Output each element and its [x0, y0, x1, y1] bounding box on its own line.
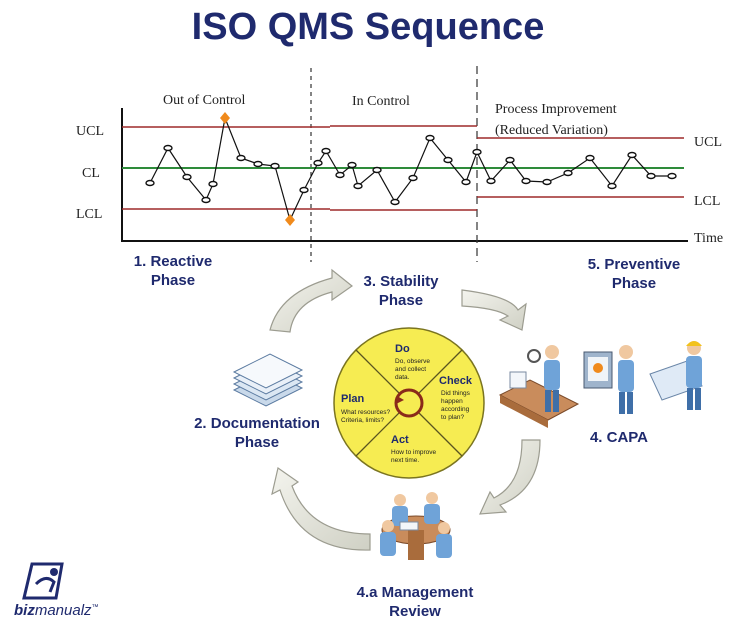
control-chart: Out of Control In Control Process Improv…	[76, 66, 723, 262]
pdca-do-sub1: Do, observe	[395, 358, 430, 365]
phase-label-management: 4.a Management Review	[340, 583, 490, 621]
phase-preventive-line1: 5. Preventive	[587, 256, 681, 273]
right-label-ucl: UCL	[694, 135, 722, 150]
cycle-icon-arrowhead	[396, 396, 404, 404]
phase-reactive-line1: 1. Reactive	[133, 253, 213, 270]
arrow-to-documentation	[271, 466, 371, 551]
phase-label-preventive: 5. Preventive Phase	[570, 255, 698, 293]
pdca-check-head: Check	[439, 375, 473, 387]
pdca-plan-head: Plan	[341, 393, 365, 405]
meeting-icon	[380, 492, 452, 560]
logo-bold: biz	[14, 602, 35, 619]
phase-preventive-line2: Phase	[611, 275, 657, 292]
phase-label-capa: 4. CAPA	[574, 428, 664, 447]
pdca-check-sub4: to plan?	[441, 414, 465, 421]
page-title: ISO QMS Sequence	[191, 6, 545, 48]
arrow-to-stability	[269, 268, 354, 333]
pdca-check-sub3: according	[441, 406, 470, 413]
pdca-act-sub1: How to improve	[391, 449, 437, 456]
phase-label-reactive: 1. Reactive Phase	[118, 252, 228, 290]
pdca-plan-sub1: What resources?	[341, 409, 391, 416]
phase-capa-line1: 4. CAPA	[589, 429, 649, 446]
pdca-do-head: Do	[395, 343, 410, 355]
pdca-act-head: Act	[391, 434, 409, 446]
pdca-do-sub2: and collect	[395, 366, 426, 373]
pdca-do-sub3: data.	[395, 374, 410, 381]
cycle-icon	[394, 388, 424, 418]
arrow-to-capa	[461, 289, 527, 331]
phase-stability-line2: Phase	[378, 292, 424, 309]
capa-inspectors-icon	[498, 341, 703, 428]
pdca-wheel: Do Do, observe and collect data. Check D…	[333, 327, 485, 479]
phase-documentation-line2: Phase	[234, 434, 280, 451]
phase-stability-line1: 3. Stability	[363, 273, 439, 290]
logo-wordmark: bizmanualz™	[14, 602, 99, 619]
left-label-lcl: LCL	[76, 207, 102, 222]
pdca-plan-sub2: Criteria, limits?	[341, 417, 384, 424]
phase-management-line1: 4.a Management	[356, 584, 474, 601]
pdca-check-sub2: happen	[441, 398, 463, 405]
right-label-lcl: LCL	[694, 194, 720, 209]
region-label-reduced-variation: (Reduced Variation)	[495, 123, 608, 138]
phase-label-stability: 3. Stability Phase	[346, 272, 456, 310]
logo-mark: ™	[91, 604, 99, 611]
documents-icon	[232, 353, 304, 407]
pdca-check-sub1: Did things	[441, 390, 471, 397]
region-label-in-control: In Control	[352, 94, 410, 109]
phase-management-line2: Review	[389, 603, 441, 620]
region-label-out-of-control: Out of Control	[163, 93, 246, 108]
phase-label-documentation: 2. Documentation Phase	[180, 414, 334, 452]
bizmanualz-logo	[22, 562, 64, 600]
process-points	[145, 134, 677, 206]
logo-light: manualz	[34, 602, 92, 619]
region-label-process-improvement: Process Improvement	[495, 102, 617, 117]
left-label-ucl: UCL	[76, 124, 104, 139]
outlier-point-high	[220, 112, 230, 124]
phase-reactive-line2: Phase	[150, 272, 196, 289]
cycle-arrows	[269, 268, 541, 551]
logo-mark-icon	[22, 562, 64, 600]
arrow-to-management	[479, 439, 541, 515]
left-label-cl: CL	[82, 166, 100, 181]
time-label: Time	[694, 231, 723, 246]
phase-documentation-line1: 2. Documentation	[194, 415, 320, 432]
pdca-act-sub2: next time.	[391, 457, 419, 464]
outlier-point-low	[285, 214, 295, 226]
